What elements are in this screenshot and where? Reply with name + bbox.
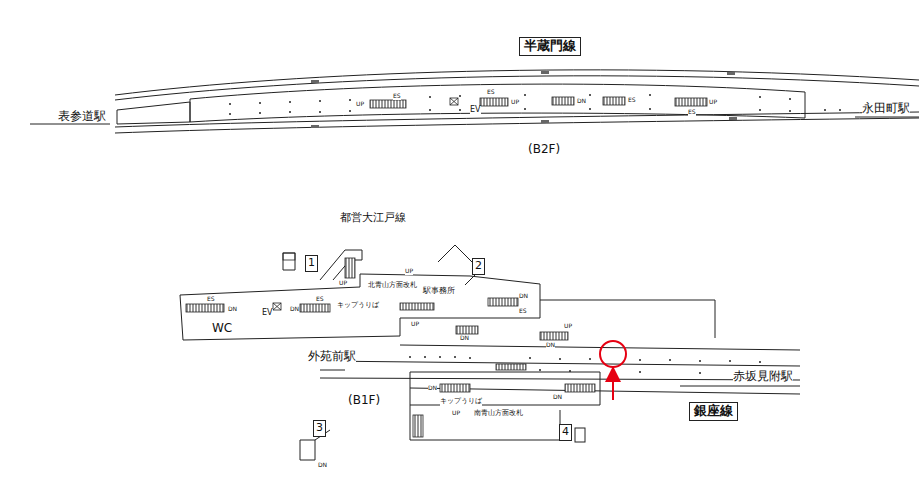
- stair-mark: UP: [356, 101, 364, 108]
- stair-mark: DN: [460, 335, 469, 342]
- stair-mark: DN: [428, 385, 437, 392]
- stair-mark: ES: [487, 89, 495, 96]
- station-name: 赤坂見附駅: [733, 370, 793, 383]
- stair-mark: UP: [452, 410, 460, 417]
- station-name: 表参道駅: [58, 110, 106, 123]
- toilet-label: WC: [212, 322, 232, 335]
- line-name: 都営大江戸線: [340, 212, 406, 224]
- stair-mark: UP: [564, 323, 572, 330]
- box-text: 2: [475, 260, 482, 273]
- stair-mark: DN: [546, 342, 555, 349]
- line-name-box: 半蔵門線: [519, 37, 581, 56]
- gate-name: 北青山方面改札: [368, 282, 417, 290]
- ticket-area: キップうりば: [337, 302, 379, 310]
- stair-mark: DN: [519, 293, 528, 300]
- ticket-area: キップうりば: [440, 398, 482, 406]
- exit-number: 3: [313, 420, 326, 437]
- exit-number: 1: [305, 255, 318, 272]
- elevator-label: EV: [470, 106, 481, 115]
- station-name: 永田町駅: [862, 102, 910, 115]
- stair-mark: ES: [207, 296, 215, 303]
- box-text: 半蔵門線: [524, 39, 576, 54]
- stair-mark: ES: [393, 93, 401, 100]
- stair-mark: DN: [318, 462, 327, 469]
- stair-mark: UP: [511, 99, 519, 106]
- exit-number: 2: [472, 258, 485, 275]
- box-text: 銀座線: [694, 404, 733, 419]
- stair-mark: ES: [316, 296, 324, 303]
- stair-mark: ES: [628, 97, 636, 104]
- stair-mark: UP: [339, 280, 347, 287]
- box-text: 4: [562, 426, 569, 439]
- floor-name: (B1F): [348, 394, 380, 407]
- stair-mark: DN: [553, 394, 562, 401]
- stair-mark: ES: [688, 109, 696, 116]
- exit-number: 4: [559, 424, 572, 441]
- stair-mark: ES: [519, 308, 527, 315]
- gate-name: 南青山方面改札: [474, 410, 523, 418]
- stair-mark: DN: [290, 306, 299, 313]
- line-name-box: 銀座線: [689, 402, 738, 421]
- stair-mark: DN: [228, 306, 237, 313]
- box-text: 3: [316, 422, 323, 435]
- stair-mark: UP: [411, 321, 419, 328]
- floor-name: (B2F): [528, 143, 560, 156]
- stair-mark: UP: [709, 99, 717, 106]
- station-name: 外苑前駅: [308, 350, 356, 363]
- stair-mark: UP: [405, 268, 413, 275]
- stair-mark: DN: [577, 98, 586, 105]
- box-text: 1: [308, 257, 315, 270]
- office-name: 駅事務所: [423, 287, 455, 296]
- elevator-label: EV: [262, 309, 273, 318]
